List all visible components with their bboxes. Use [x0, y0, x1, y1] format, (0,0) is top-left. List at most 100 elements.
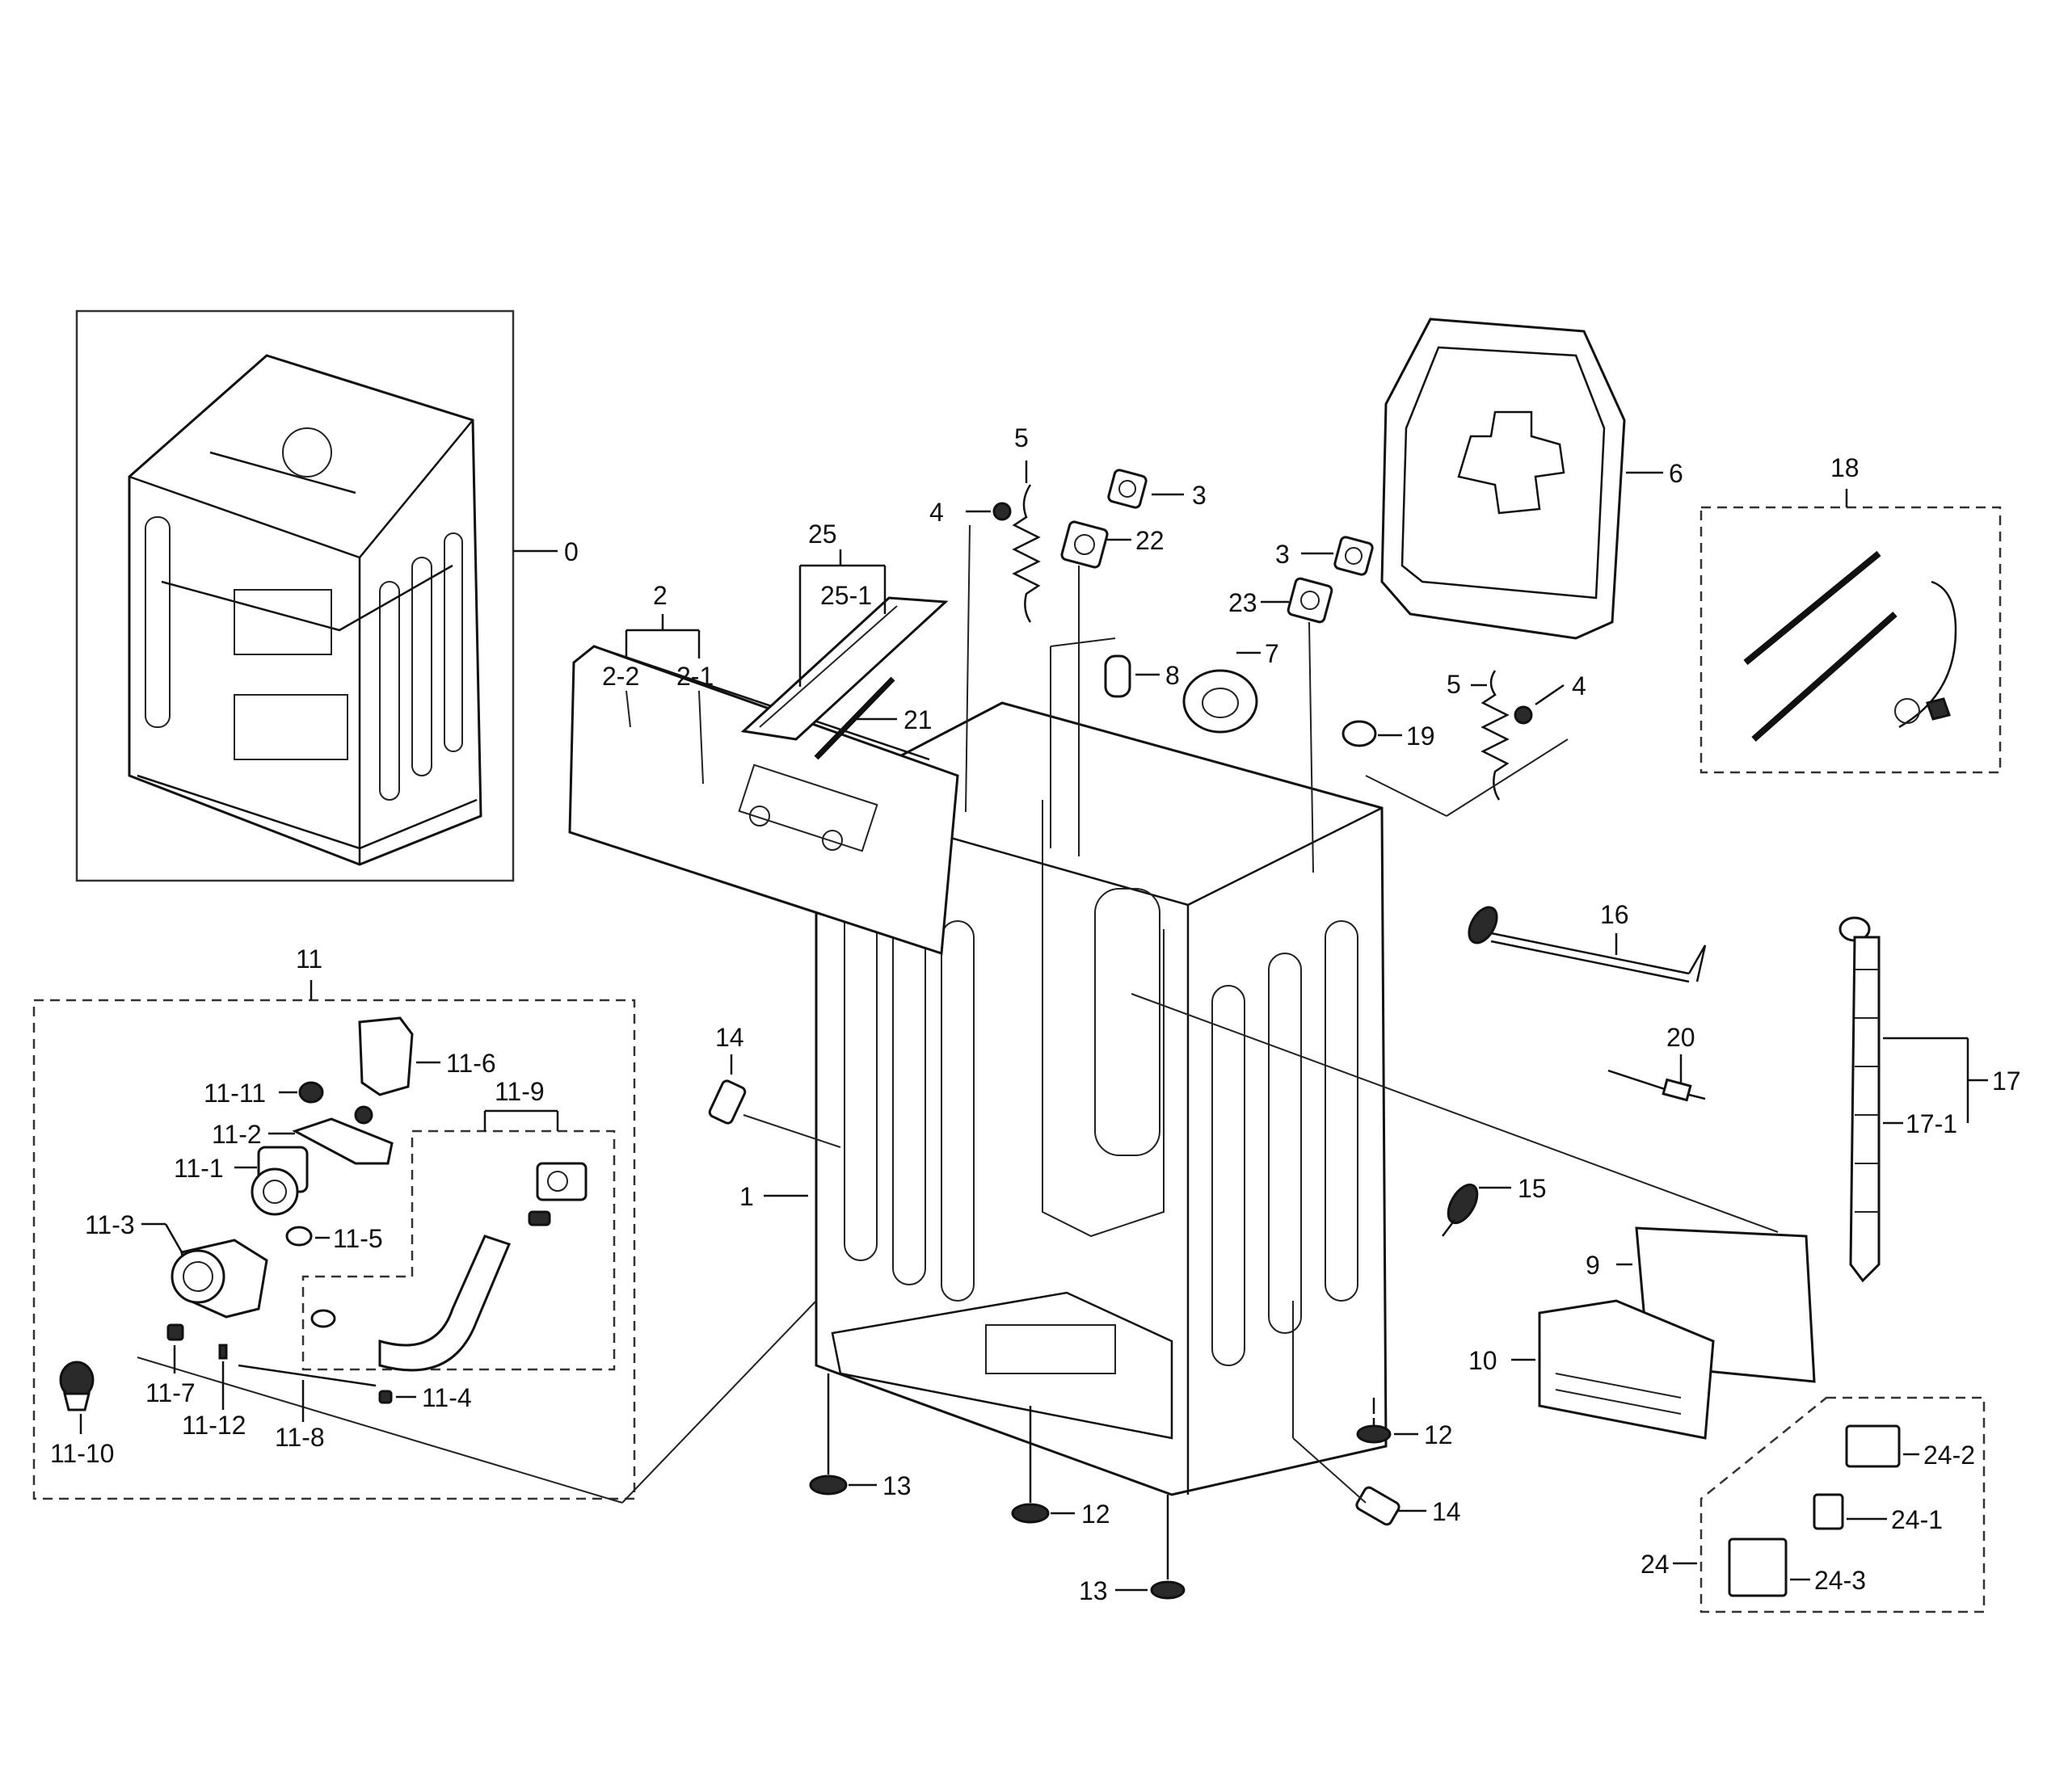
assembly-0-box: 0: [75, 309, 579, 882]
label-11-11: 11-11: [204, 1079, 266, 1108]
label-5-right: 5: [1447, 670, 1461, 699]
label-14-left: 14: [715, 1023, 744, 1052]
rod-part-21: [814, 676, 895, 760]
label-11: 11: [296, 944, 322, 974]
label-4-right: 4: [1572, 671, 1586, 700]
plate-part-11-2: [292, 1117, 394, 1165]
power-plug-part-20: [1607, 1069, 1706, 1102]
clamp-part-11-4: [378, 1390, 393, 1404]
label-18: 18: [1830, 453, 1860, 482]
label-22: 22: [1135, 526, 1165, 555]
part-24-2: [1845, 1424, 1901, 1468]
corner-cap-part-14-right: [1355, 1486, 1400, 1526]
o-ring-part-11-5: [285, 1226, 313, 1247]
label-12-center: 12: [1081, 1500, 1110, 1529]
inlet-valve-11-9: [528, 1162, 588, 1226]
label-1: 1: [739, 1182, 754, 1211]
label-7: 7: [1265, 639, 1279, 668]
label-25: 25: [808, 520, 837, 549]
label-24-3: 24-3: [1814, 1566, 1866, 1595]
pump-body-part-11-3: [171, 1239, 268, 1319]
spring-part-5-left: [1012, 484, 1041, 623]
pcb-housing-part-10: [1538, 1299, 1715, 1440]
label-19: 19: [1406, 721, 1435, 751]
label-17-1: 17-1: [1906, 1109, 1957, 1138]
ring-part-19: [1342, 720, 1377, 747]
label-2-1: 2-1: [676, 662, 714, 691]
foot-part-12-center: [1011, 1406, 1050, 1524]
harness-rail-lower: [1751, 612, 1897, 742]
label-3-right: 3: [1275, 540, 1290, 569]
lid-frame-part-6: [1380, 318, 1626, 640]
capacitor-part-8: [1104, 654, 1131, 698]
label-11-12: 11-12: [182, 1411, 246, 1440]
label-25-1: 25-1: [820, 581, 872, 610]
clip-part-11-7: [166, 1323, 184, 1341]
bellow-part-7: [1182, 669, 1258, 734]
cabinet-assembly-illustration: [128, 354, 482, 866]
label-15: 15: [1518, 1174, 1547, 1203]
label-14-right: 14: [1432, 1497, 1461, 1526]
part-24-3: [1728, 1538, 1788, 1597]
label-23: 23: [1228, 588, 1257, 617]
motor-part-11-1: [251, 1146, 309, 1216]
bracket-part-3-right: [1333, 536, 1374, 576]
label-4-left: 4: [929, 498, 944, 527]
cap-part-11-11: [298, 1081, 324, 1104]
spring-part-5-right: [1480, 670, 1510, 801]
label-11-4: 11-4: [422, 1383, 472, 1412]
label-11-5: 11-5: [333, 1224, 383, 1253]
label-11-7: 11-7: [145, 1378, 196, 1407]
label-11-1: 11-1: [174, 1154, 224, 1183]
label-17: 17: [1992, 1066, 2021, 1096]
label-0: 0: [564, 537, 579, 566]
assembly-24-box: 24-2 24-1 24-3 24: [1641, 1396, 1986, 1613]
foot-part-12-right: [1356, 1398, 1392, 1444]
label-3-left: 3: [1192, 481, 1207, 510]
label-12-right: 12: [1424, 1420, 1453, 1449]
label-2-2: 2-2: [602, 662, 639, 691]
label-8: 8: [1165, 661, 1180, 690]
harness-rail-upper: [1743, 550, 1881, 666]
label-13-left: 13: [882, 1471, 912, 1500]
control-panel-part-2: [568, 645, 959, 956]
label-11-10: 11-10: [50, 1439, 114, 1468]
label-11-3: 11-3: [85, 1210, 135, 1239]
foot-part-13-left: [809, 1373, 848, 1495]
part-24-1: [1813, 1493, 1844, 1530]
rod-part-11-8: [238, 1364, 377, 1387]
pump-hose-part-11-9: [378, 1235, 512, 1372]
assembly-11-box: 11 11-9 11-6 11-11 11-2: [32, 944, 817, 1504]
label-11-9: 11-9: [495, 1077, 545, 1106]
foot-part-13-center: [1150, 1495, 1186, 1600]
assembly-18-box: 18: [1700, 453, 2002, 774]
label-24: 24: [1641, 1550, 1670, 1579]
label-16: 16: [1600, 900, 1629, 929]
label-20: 20: [1666, 1023, 1695, 1052]
label-13-center: 13: [1079, 1576, 1108, 1605]
label-2: 2: [653, 581, 668, 610]
top-frame-part-25: [740, 596, 949, 741]
harness-wire: [1898, 580, 1957, 729]
label-9: 9: [1586, 1251, 1600, 1280]
bracket-part-22: [1060, 520, 1109, 569]
label-11-6: 11-6: [446, 1049, 496, 1078]
sensor-part-16: [1468, 906, 1707, 983]
drain-hose-part-17: [1839, 916, 1881, 1283]
corner-cap-part-14-left: [708, 1079, 747, 1125]
label-11-2: 11-2: [212, 1120, 262, 1149]
damper-part-4-right: [1514, 705, 1533, 725]
label-11-8: 11-8: [275, 1423, 325, 1452]
label-10: 10: [1468, 1346, 1497, 1375]
label-24-2: 24-2: [1923, 1441, 1975, 1470]
bracket-part-23: [1287, 577, 1333, 624]
label-21: 21: [903, 705, 933, 734]
valve-part-15: [1442, 1183, 1479, 1237]
bracket-part-11-6: [358, 1016, 414, 1096]
damper-part-4-left: [992, 502, 1012, 521]
bracket-part-3-left: [1107, 469, 1148, 509]
label-5-left: 5: [1014, 423, 1029, 452]
label-24-1: 24-1: [1891, 1505, 1943, 1534]
label-6: 6: [1669, 459, 1683, 488]
